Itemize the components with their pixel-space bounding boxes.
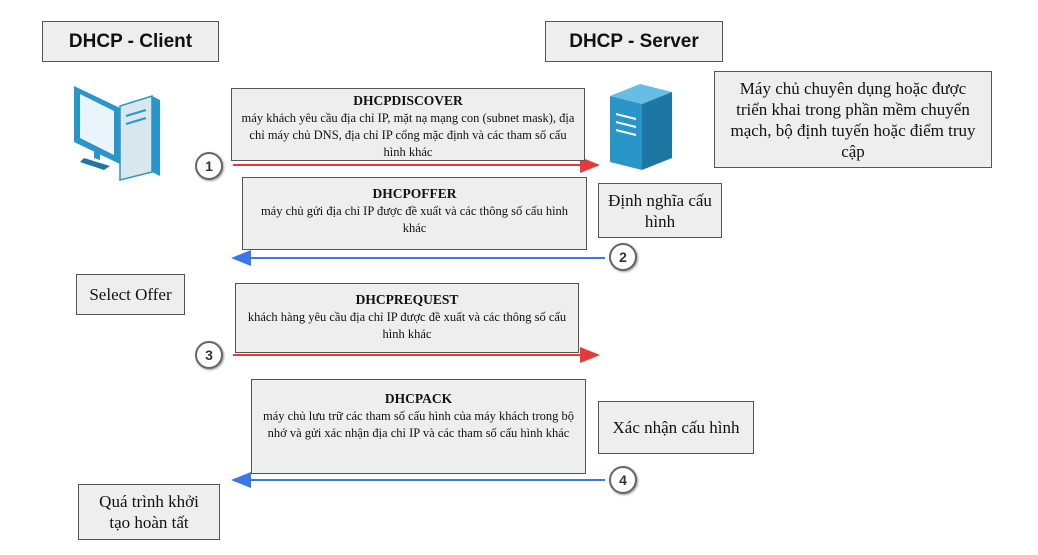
message-dhcprequest: DHCPREQUEST khách hàng yêu cầu địa chỉ I… xyxy=(235,283,579,353)
message-text: máy khách yêu cầu địa chỉ IP, mặt nạ mạn… xyxy=(241,111,575,159)
message-dhcpack: DHCPACK máy chủ lưu trữ các tham số cấu … xyxy=(251,379,586,474)
client-header: DHCP - Client xyxy=(42,21,219,62)
server-header: DHCP - Server xyxy=(545,21,723,62)
message-dhcpdiscover: DHCPDISCOVER máy khách yêu cầu địa chỉ I… xyxy=(231,88,585,161)
server-description-text: Máy chủ chuyên dụng hoặc được triển khai… xyxy=(730,78,976,161)
define-config-text: Định nghĩa cấu hình xyxy=(608,190,712,231)
message-text: khách hàng yêu cầu địa chỉ IP được đề xu… xyxy=(247,310,567,341)
select-offer-note: Select Offer xyxy=(76,274,185,315)
message-title: DHCPACK xyxy=(384,391,453,406)
message-title: DHCPREQUEST xyxy=(355,292,459,307)
step-badge-3: 3 xyxy=(195,341,223,369)
step-badge-2: 2 xyxy=(609,243,637,271)
step-badge-1: 1 xyxy=(195,152,223,180)
init-complete-text: Quá trình khởi tạo hoàn tất xyxy=(99,492,199,532)
message-title: DHCPOFFER xyxy=(372,186,457,201)
init-complete-note: Quá trình khởi tạo hoàn tất xyxy=(78,484,220,540)
server-description-note: Máy chủ chuyên dụng hoặc được triển khai… xyxy=(714,71,992,168)
confirm-config-text: Xác nhận cấu hình xyxy=(612,418,740,437)
step-badge-4: 4 xyxy=(609,466,637,494)
desktop-computer-icon xyxy=(74,86,160,181)
message-dhcpoffer: DHCPOFFER máy chủ gửi địa chỉ IP được đề… xyxy=(242,177,587,250)
client-header-label: DHCP - Client xyxy=(68,30,193,52)
select-offer-text: Select Offer xyxy=(89,285,172,304)
message-text: máy chủ gửi địa chỉ IP được đề xuất và c… xyxy=(260,204,569,235)
server-tower-icon xyxy=(610,84,672,170)
message-text: máy chủ lưu trữ các tham số cấu hình của… xyxy=(262,409,575,440)
message-title: DHCPDISCOVER xyxy=(353,93,463,108)
define-config-note: Định nghĩa cấu hình xyxy=(598,183,722,238)
server-header-label: DHCP - Server xyxy=(569,30,699,52)
confirm-config-note: Xác nhận cấu hình xyxy=(598,401,754,454)
